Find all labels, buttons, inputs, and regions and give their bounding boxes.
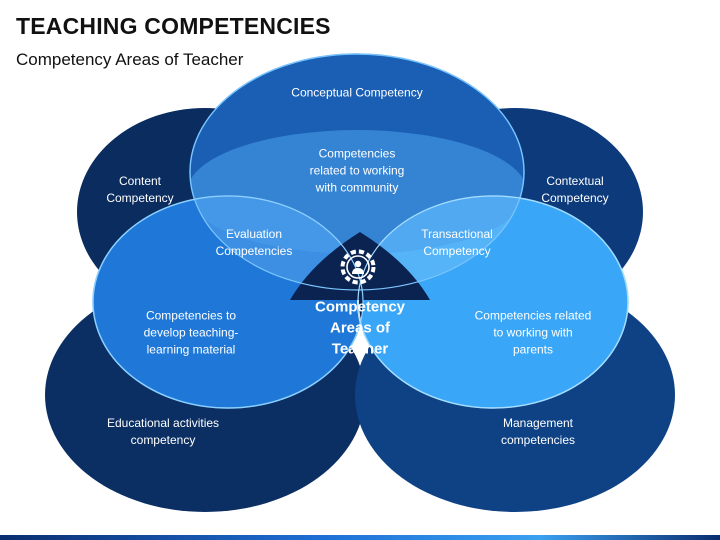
page-subtitle: Competency Areas of Teacher xyxy=(16,50,244,69)
label-evaluation: Evaluation Competencies xyxy=(215,227,293,258)
label-teaching-material: Competencies to develop teaching-learnin… xyxy=(143,308,239,357)
label-parents: Competencies related to working with par… xyxy=(474,308,592,357)
label-management: Management competencies xyxy=(500,416,576,447)
label-content: Content Competency xyxy=(106,174,174,205)
gear-person-icon xyxy=(340,249,376,285)
label-educational: Educational activities competency xyxy=(106,416,220,447)
outline-top xyxy=(189,53,525,291)
label-community: Competencies related to working with com… xyxy=(309,146,405,195)
label-contextual: Contextual Competency xyxy=(541,174,609,205)
outline-right xyxy=(357,195,629,409)
bottom-accent-bar xyxy=(0,535,720,540)
label-conceptual: Conceptual Competency xyxy=(291,85,423,100)
outline-left xyxy=(92,195,364,409)
page-title: TEACHING COMPETENCIES xyxy=(16,13,331,39)
overlap-top-right xyxy=(358,196,524,290)
label-transactional: Transactional Competency xyxy=(421,227,493,258)
top-inner-region xyxy=(190,130,524,254)
center-label: Competency Areas of Teacher xyxy=(314,298,406,358)
